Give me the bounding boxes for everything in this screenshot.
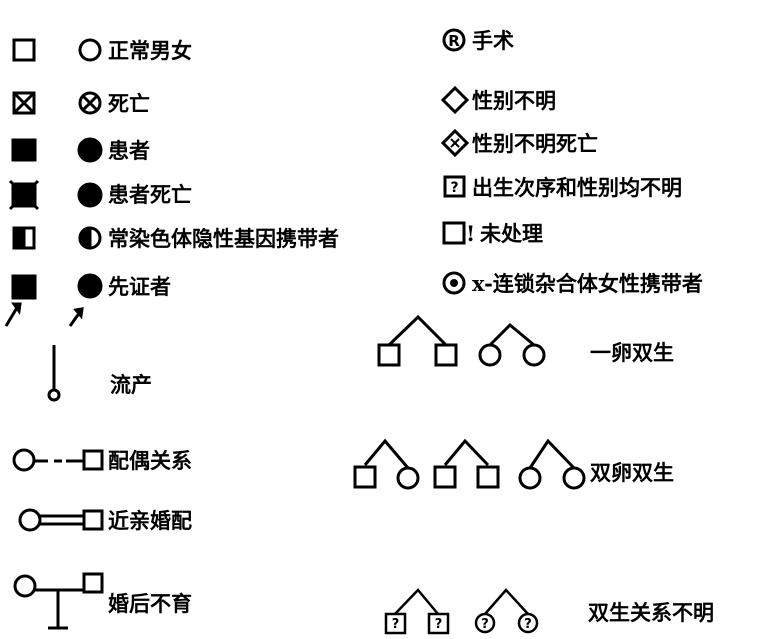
legend-proband-label: 先证者 xyxy=(108,274,171,299)
mating-label: 配偶关系 xyxy=(108,448,192,473)
dizygotic-twins-symbol xyxy=(353,438,586,490)
sex-unknown-deceased-symbol xyxy=(440,128,470,158)
untreated-symbol xyxy=(442,221,466,245)
legend-normal-label: 正常男女 xyxy=(108,38,192,63)
unknown-order-sex-symbol: ? xyxy=(443,175,466,198)
abortion-label: 流产 xyxy=(110,372,152,397)
x-linked-carrier-label: x-连锁杂合体女性携带者 xyxy=(472,271,703,296)
dizygotic-twins-label: 双卵双生 xyxy=(590,460,674,485)
consanguineous-label: 近亲婚配 xyxy=(108,508,192,533)
svg-text:?: ? xyxy=(524,617,532,632)
monozygotic-twins-symbol xyxy=(377,314,546,367)
surgery-symbol: R xyxy=(442,28,466,52)
affected-symbols xyxy=(11,137,103,163)
abortion-symbol xyxy=(47,345,61,402)
surgery-label: 手术 xyxy=(472,28,514,53)
question-mark: ? xyxy=(450,180,458,196)
consanguineous-mating-symbol xyxy=(18,508,104,532)
sex-unknown-symbol xyxy=(440,85,470,115)
mating-symbol xyxy=(12,448,104,472)
legend-carrier-label: 常染色体隐性基因携带者 xyxy=(108,226,339,251)
svg-text:?: ? xyxy=(435,617,443,632)
deceased-symbols xyxy=(12,91,102,115)
legend-affected-deceased-label: 患者死亡 xyxy=(108,182,192,207)
svg-text:?: ? xyxy=(392,617,400,632)
normal-male-female-symbols xyxy=(12,38,102,62)
sex-unknown-label: 性别不明 xyxy=(472,88,556,113)
legend-affected-label: 患者 xyxy=(108,138,150,163)
surgery-r-letter: R xyxy=(448,32,460,50)
legend-deceased-label: 死亡 xyxy=(108,91,150,116)
autosomal-carrier-symbols xyxy=(12,226,102,250)
svg-text:?: ? xyxy=(481,617,489,632)
monozygotic-twins-label: 一卵双生 xyxy=(590,340,674,365)
twins-unknown-label: 双生关系不明 xyxy=(588,600,714,625)
untreated-label: 未处理 xyxy=(480,221,543,246)
twins-unknown-symbol: ?? ?? xyxy=(384,588,539,635)
affected-deceased-symbols xyxy=(8,179,103,211)
sex-unknown-deceased-label: 性别不明死亡 xyxy=(472,131,598,156)
untreated-exclaim: ! xyxy=(466,221,476,246)
proband-symbols xyxy=(4,273,103,327)
infertile-label: 婚后不育 xyxy=(108,591,192,616)
x-linked-carrier-symbol xyxy=(442,271,466,295)
unknown-order-sex-label: 出生次序和性别均不明 xyxy=(472,175,682,200)
infertile-marriage-symbol xyxy=(13,572,104,630)
